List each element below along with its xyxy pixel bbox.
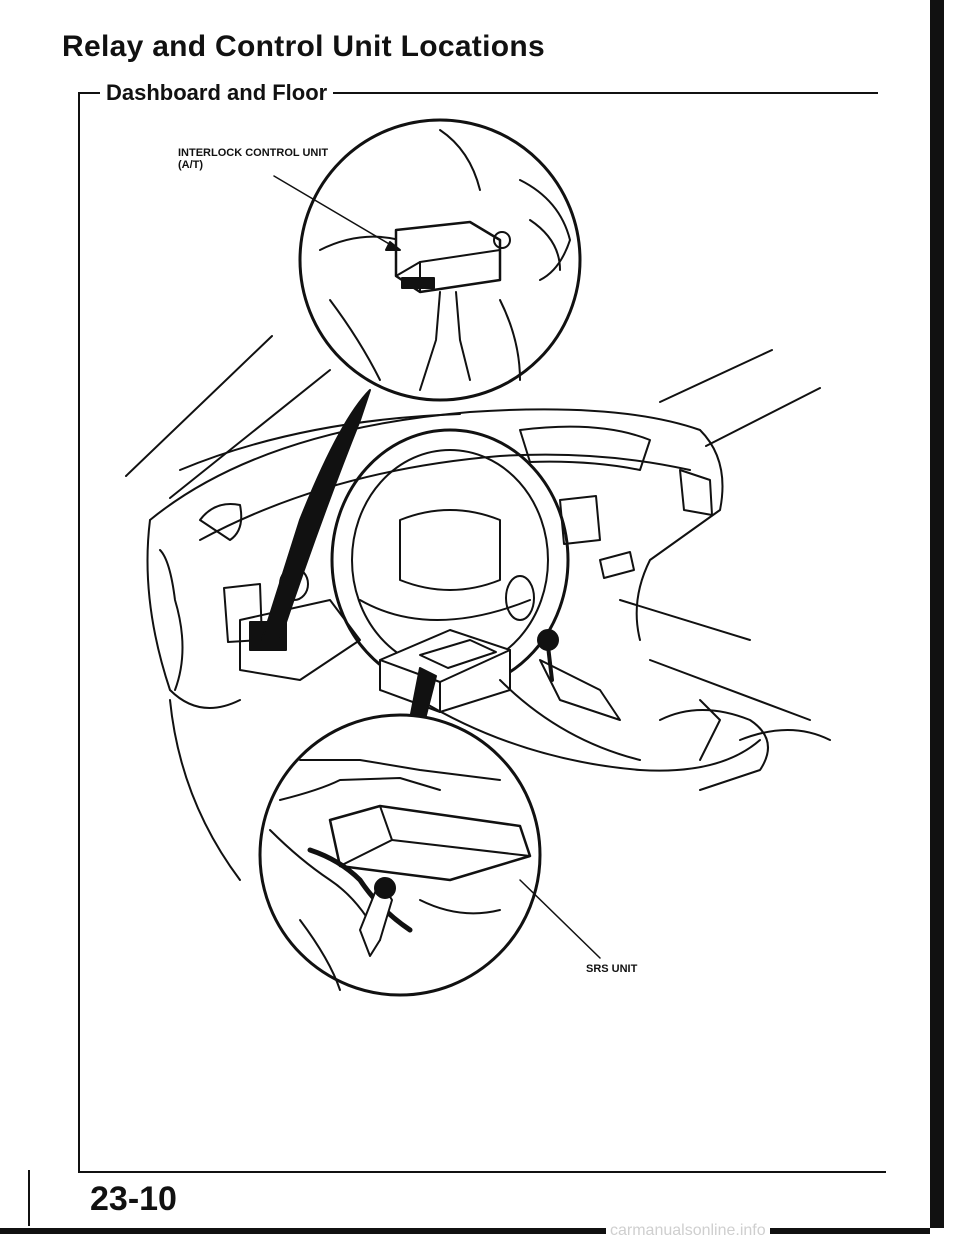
binding-mark — [28, 1170, 30, 1226]
section-frame-left — [78, 92, 80, 1172]
section-frame-tick — [78, 92, 96, 94]
section-frame-bottom — [78, 1171, 886, 1173]
section-title: Dashboard and Floor — [100, 80, 334, 106]
interlock-control-unit-callout: INTERLOCK CONTROL UNIT (A/T) — [178, 147, 329, 171]
section-frame-top — [78, 92, 878, 94]
srs-unit-callout: SRS UNIT — [586, 963, 638, 975]
watermark-link[interactable]: carmanualsonline.info — [606, 1222, 770, 1240]
page-number: 23-10 — [90, 1180, 177, 1218]
page-title: Relay and Control Unit Locations — [62, 30, 545, 63]
page-bottom-shadow — [0, 1228, 930, 1234]
page-edge-shadow — [930, 0, 944, 1228]
